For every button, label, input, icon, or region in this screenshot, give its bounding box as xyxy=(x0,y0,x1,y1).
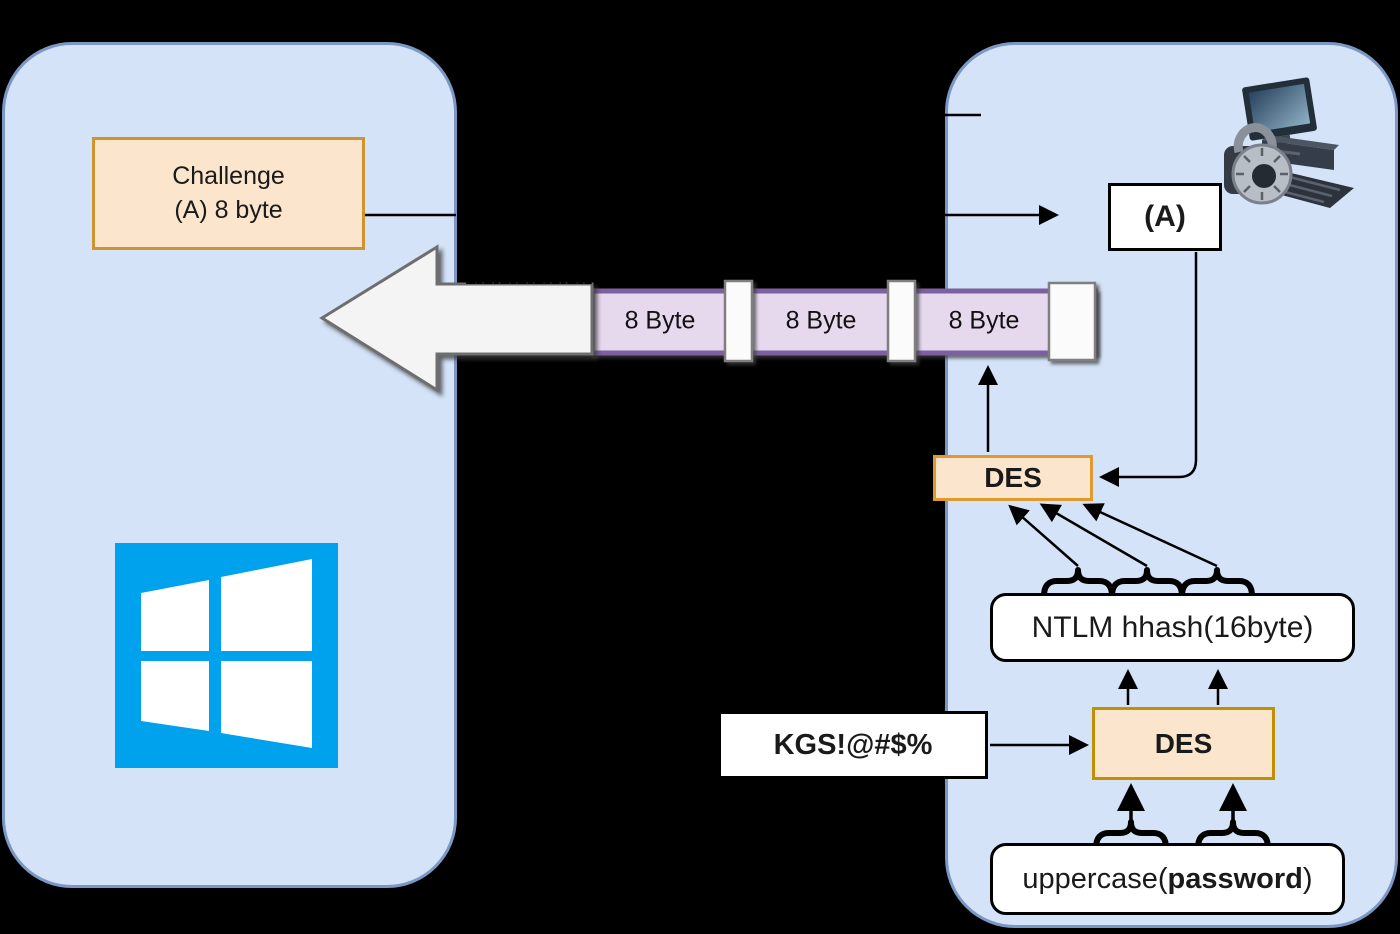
challenge-received-box: (A) xyxy=(1108,183,1222,251)
hash-part-brace xyxy=(1041,567,1115,599)
challenge-line1: Challenge xyxy=(172,161,285,190)
hash-part-brace xyxy=(1179,567,1255,599)
uppercase-password: password xyxy=(1167,862,1303,895)
secured-computer-icon xyxy=(1224,77,1354,208)
response-arrow xyxy=(319,244,594,393)
bar-end-cap xyxy=(1047,281,1097,362)
password-half-brace xyxy=(1093,819,1169,851)
response-byte-bar xyxy=(589,279,1098,363)
byte-segment-label: 8 Byte xyxy=(624,306,696,335)
uppercase-suffix: ) xyxy=(1302,862,1313,895)
a-to-des-connector xyxy=(1099,252,1198,487)
uppercase-password-box: uppercase(password) xyxy=(990,843,1345,915)
hash-to-des-arrow xyxy=(1082,503,1218,568)
des-password-box: DES xyxy=(1092,707,1275,780)
byte-segment-label: 8 Byte xyxy=(785,306,857,335)
windows-logo xyxy=(115,543,338,768)
hash-part-brace xyxy=(1109,567,1185,599)
des-challenge-box: DES xyxy=(933,455,1093,501)
password-half-brace xyxy=(1195,819,1271,851)
hash-to-des-arrow xyxy=(1008,504,1079,567)
kgs-constant-box: KGS!@#$% xyxy=(718,711,988,779)
byte-separator xyxy=(723,279,754,363)
ntlm-hash-box: NTLM hhash(16byte) xyxy=(990,593,1355,662)
clipped-text-artifact xyxy=(466,273,592,284)
hash-to-des-arrow xyxy=(1039,503,1148,568)
challenge-box: Challenge (A) 8 byte xyxy=(92,137,365,250)
challenge-line2: (A) 8 byte xyxy=(174,195,283,224)
uppercase-prefix: uppercase( xyxy=(1022,862,1168,895)
byte-separator xyxy=(886,279,917,363)
byte-segment-label: 8 Byte xyxy=(948,306,1020,335)
